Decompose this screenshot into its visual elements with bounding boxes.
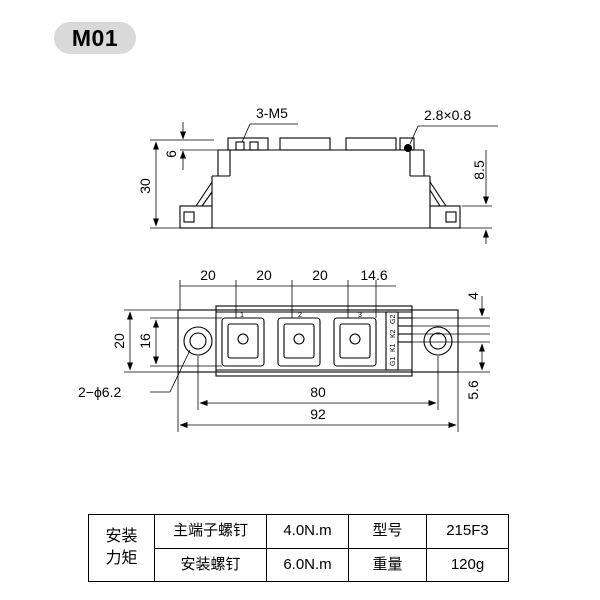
row-prop: 重量 <box>348 547 427 582</box>
row-label: 安装螺钉 <box>154 547 267 582</box>
dim-pitch-2: 20 <box>256 267 272 283</box>
side-terminal-2 <box>279 137 331 151</box>
dim-mount-height: 8.5 <box>471 160 487 180</box>
mount-hole-right-inner <box>429 332 447 350</box>
dim-pitch-1: 20 <box>200 267 216 283</box>
mount-hole-left-inner <box>189 332 207 350</box>
side-terminal-1 <box>227 137 269 151</box>
dim-width-inner: 16 <box>137 333 153 349</box>
row-label: 主端子螺钉 <box>154 514 267 549</box>
label-screws: 3-M5 <box>256 105 288 121</box>
terminal-block-1 <box>221 317 265 367</box>
side-terminal-3 <box>345 137 397 151</box>
top-baseplate <box>177 309 459 373</box>
dim-tab-spacing: 4 <box>465 292 481 300</box>
label-holes: 2−ϕ6.2 <box>78 384 121 400</box>
dim-height-total: 30 <box>137 178 153 194</box>
pin-label-g1: G1 <box>390 357 397 366</box>
row-value: 6.0N.m <box>266 547 349 582</box>
pin-label-g2: G2 <box>390 315 397 324</box>
model-label: M01 <box>71 24 119 51</box>
terminal-number-3: 3 <box>358 312 362 319</box>
mount-hole-left <box>183 326 213 356</box>
table-row: 安装螺钉 6.0N.m 重量 120g <box>89 547 509 582</box>
dim-pitch-4: 14.6 <box>360 267 387 283</box>
dim-width-outer: 20 <box>111 333 127 349</box>
terminal-number-1: 1 <box>240 312 244 319</box>
pin-strip <box>385 311 399 371</box>
pin-label-k1: K1 <box>390 343 397 352</box>
spec-table: 安装 力矩 主端子螺钉 4.0N.m 型号 215F3 安装螺钉 6.0N.m … <box>88 514 509 582</box>
top-body <box>215 305 413 377</box>
model-badge: M01 <box>54 22 136 54</box>
mount-hole-right <box>423 326 453 356</box>
row-prop: 型号 <box>348 514 427 549</box>
table-row: 安装 力矩 主端子螺钉 4.0N.m 型号 215F3 <box>88 514 509 582</box>
side-view <box>150 122 498 244</box>
module-outline-drawing: 30 6 8.5 3-M5 2.8×0.8 <box>78 105 498 432</box>
category-line-2: 力矩 <box>105 550 138 567</box>
dim-hole-pitch: 80 <box>310 384 326 400</box>
pin-label-k2: K2 <box>390 329 397 338</box>
category-line-1: 安装 <box>105 528 138 546</box>
top-view <box>124 280 490 432</box>
dim-terminal-height: 6 <box>163 150 179 158</box>
label-tab: 2.8×0.8 <box>424 107 471 123</box>
dim-tab-offset: 5.6 <box>465 380 481 400</box>
side-right-flange <box>429 205 461 229</box>
dim-pitch-3: 20 <box>312 267 328 283</box>
terminal-block-3 <box>333 317 377 367</box>
row-value: 4.0N.m <box>266 514 349 549</box>
row-prop-value: 120g <box>426 547 509 582</box>
row-prop-value: 215F3 <box>426 514 509 549</box>
terminal-block-2 <box>277 317 321 367</box>
torque-category-cell: 安装 力矩 <box>88 514 155 582</box>
terminal-number-2: 2 <box>298 312 302 319</box>
side-left-flange <box>179 205 213 229</box>
dim-length: 92 <box>310 406 326 422</box>
